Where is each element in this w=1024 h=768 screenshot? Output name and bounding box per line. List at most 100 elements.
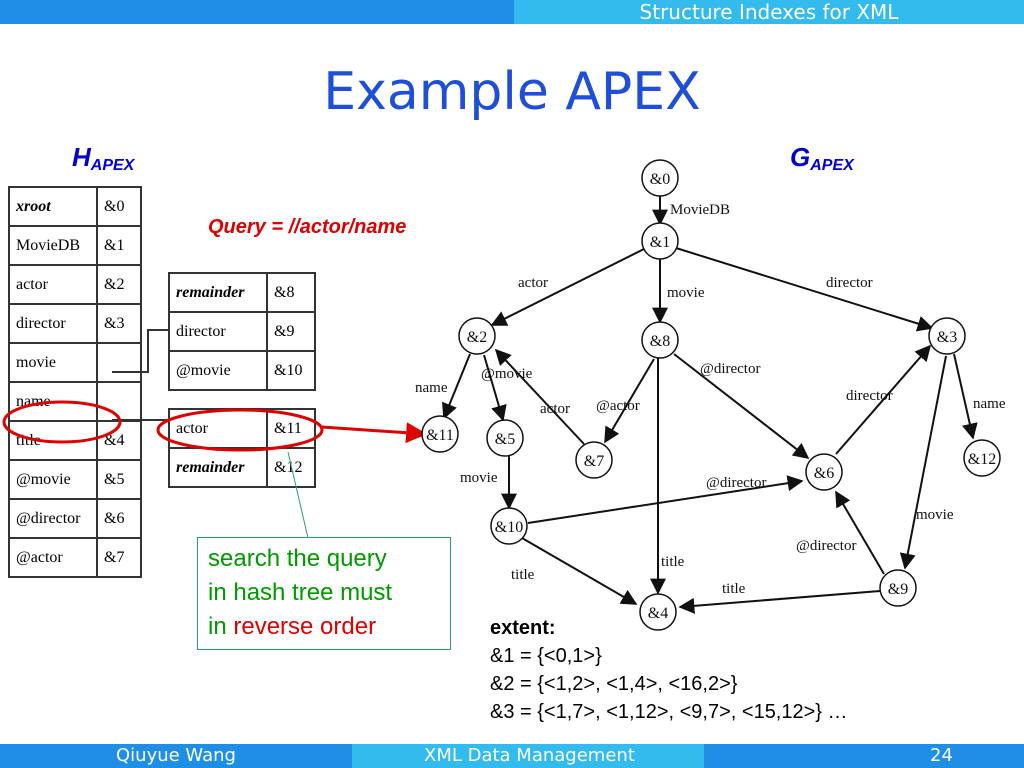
- edge-label: movie: [460, 470, 498, 486]
- edge-6-3: [835, 344, 932, 455]
- g-apex-label: GAPEX: [790, 142, 854, 175]
- hash-key: director: [8, 303, 98, 344]
- table-row: @movie&5: [8, 459, 142, 500]
- extent-block: extent: &1 = {<0,1>} &2 = {<1,2>, <1,4>,…: [490, 614, 848, 726]
- footer-course: XML Data Management: [424, 745, 635, 766]
- footer-author: Qiuyue Wang: [116, 745, 236, 766]
- node-label: &4: [648, 605, 668, 622]
- hash-key: remainder: [168, 447, 268, 488]
- edge-label: name: [973, 396, 1006, 412]
- edge-label: @movie: [481, 366, 533, 382]
- edge-label: actor: [540, 401, 570, 417]
- edge-2-5: [483, 354, 507, 422]
- hash-value: &8: [266, 272, 316, 313]
- h-apex-sub: APEX: [90, 157, 135, 174]
- node-circle: [641, 222, 679, 260]
- edge-label: movie: [667, 285, 705, 301]
- note-line: search the query: [208, 545, 387, 572]
- table-row: director&3: [8, 303, 142, 344]
- hash-key: @director: [8, 498, 98, 539]
- node-circle: [490, 507, 528, 545]
- node-label: &9: [888, 581, 908, 598]
- edge-label: title: [661, 554, 685, 570]
- edge-9-4: [678, 590, 881, 614]
- footer-page-number: 24: [930, 745, 953, 766]
- note-pointer: [287, 451, 309, 539]
- node-circle: [639, 593, 677, 631]
- table-row: xroot&0: [8, 186, 142, 227]
- node-circle: [641, 159, 679, 197]
- node-label: &10: [495, 519, 523, 536]
- top-bar-accent: [514, 0, 1024, 24]
- node-label: &8: [650, 333, 670, 350]
- g-apex-sub: APEX: [810, 157, 854, 174]
- hash-key: remainder: [168, 272, 268, 313]
- note-line: in reverse order: [208, 610, 440, 644]
- slide-title: Example APEX: [323, 62, 701, 122]
- hash-key: movie: [8, 342, 98, 383]
- hash-value: &0: [96, 186, 142, 227]
- hash-value: &12: [266, 447, 316, 488]
- node-circle: [486, 419, 524, 457]
- node-circle: [421, 415, 459, 453]
- edge-8-6: [673, 353, 810, 459]
- hash-key: @movie: [168, 350, 268, 391]
- node-circle: [458, 317, 496, 355]
- extent-line: &1 = {<0,1>}: [490, 645, 602, 667]
- table-row: movie: [8, 342, 142, 383]
- node-label: &6: [814, 465, 834, 482]
- note-text: in: [208, 613, 234, 640]
- table-row: remainder&8: [168, 272, 316, 313]
- edge-10-4: [521, 537, 638, 605]
- note-line: in hash tree must: [208, 579, 393, 606]
- hash-value: [96, 381, 142, 422]
- table-row: director&9: [168, 311, 316, 352]
- table-row: MovieDB&1: [8, 225, 142, 266]
- node-label: &7: [584, 453, 604, 470]
- edge-8-7: [604, 358, 655, 444]
- edge-label: @director: [706, 475, 766, 491]
- hash-value: &2: [96, 264, 142, 305]
- hash-value: &3: [96, 303, 142, 344]
- bottom-bar-middle: [352, 744, 704, 768]
- node-label: &1: [650, 234, 670, 251]
- edge-10-6: [527, 475, 804, 524]
- node-circle: [963, 439, 1001, 477]
- hash-key: director: [168, 311, 268, 352]
- table-row: @director&6: [8, 498, 142, 539]
- hash-value: &10: [266, 350, 316, 391]
- table-row: actor&2: [8, 264, 142, 305]
- edge-label: @director: [796, 538, 856, 554]
- node-circle: [928, 317, 966, 355]
- table-row: @movie&10: [168, 350, 316, 391]
- hash-value: &9: [266, 311, 316, 352]
- top-bar: Structure Indexes for XML: [0, 0, 1024, 24]
- edge-9-6: [835, 490, 885, 575]
- hash-table-movie: remainder&8 director&9 @movie&10: [168, 272, 316, 391]
- highlight-ellipse-name: [2, 400, 122, 444]
- g-apex-main: G: [790, 142, 811, 172]
- hash-value: &1: [96, 225, 142, 266]
- red-arrow: [321, 422, 428, 444]
- hash-key: @actor: [8, 537, 98, 578]
- hash-key: MovieDB: [8, 225, 98, 266]
- edge-3-9: [899, 355, 947, 570]
- edge-2-11: [442, 353, 471, 420]
- edge-label: movie: [916, 507, 954, 523]
- edge-label: @director: [700, 361, 760, 377]
- edge-label: title: [511, 567, 535, 583]
- hash-key: actor: [8, 264, 98, 305]
- table-row: remainder&12: [168, 447, 316, 488]
- node-label: &11: [426, 427, 454, 444]
- note-emphasis: reverse order: [233, 613, 377, 640]
- hash-key: @movie: [8, 459, 98, 500]
- query-text: Query = //actor/name: [208, 216, 407, 238]
- hash-table-main: xroot&0 MovieDB&1 actor&2 director&3 mov…: [8, 186, 142, 578]
- extent-line: &2 = {<1,2>, <1,4>, <16,2>}: [490, 673, 738, 695]
- edge-label: name: [415, 380, 448, 396]
- extent-line: &3 = {<1,7>, <1,12>, <9,7>, <15,12>} …: [490, 701, 848, 723]
- hash-value: &5: [96, 459, 142, 500]
- node-circle: [805, 453, 843, 491]
- h-apex-label: HAPEX: [72, 142, 134, 175]
